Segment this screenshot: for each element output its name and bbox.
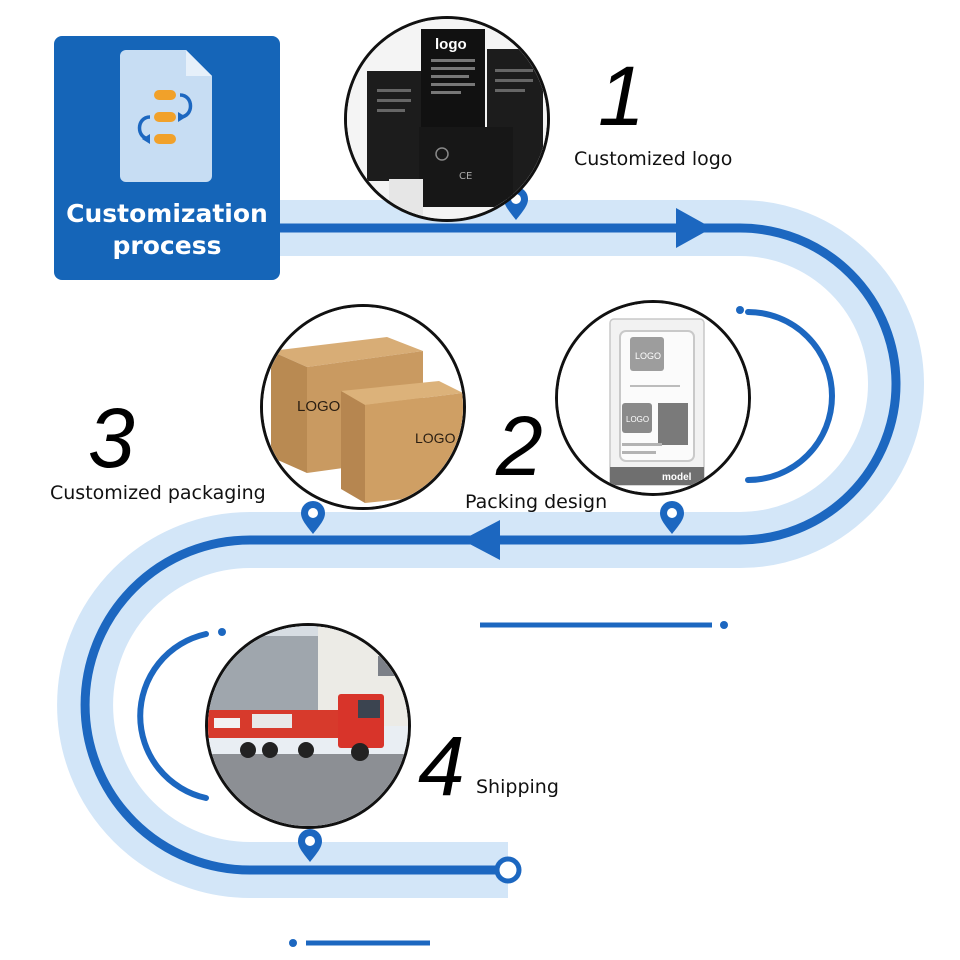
decor-arc-left [137, 631, 209, 801]
decor-arc-right [745, 309, 835, 483]
title-card: Customization process [54, 36, 280, 280]
pin-icon [301, 501, 325, 534]
arrow-right-icon [676, 208, 712, 248]
step-3-number: 3 [88, 391, 135, 485]
document-flow-icon [120, 50, 212, 182]
box-logo-print-small: LOGO [626, 415, 649, 424]
carton-logo-print-2: LOGO [415, 430, 456, 446]
box-model-print: model [662, 472, 692, 483]
page-title: Customization process [54, 198, 280, 262]
carton-boxes-photo: LOGO LOGO [260, 304, 466, 510]
title-line-2: process [112, 231, 222, 260]
step-2-number: 2 [496, 399, 543, 493]
pin-icon [660, 501, 684, 534]
step-1-caption: Customized logo [574, 148, 733, 170]
svg-text:CE: CE [459, 171, 472, 182]
logo-print: logo [435, 36, 467, 53]
title-line-1: Customization [66, 199, 268, 228]
step-3-caption: Customized packaging [50, 482, 266, 504]
step-4-number: 4 [418, 719, 465, 813]
step-1-number: 1 [598, 49, 645, 143]
path-end-marker [494, 856, 522, 884]
carton-logo-print: LOGO [297, 398, 340, 415]
battery-labels-photo: logo CE [344, 16, 550, 222]
arrow-left-icon [462, 520, 500, 560]
truck-photo [205, 623, 411, 829]
pin-icon [298, 829, 322, 862]
box-logo-print: LOGO [635, 351, 661, 361]
retail-box-photo: LOGO LOGO model [555, 300, 751, 496]
step-2-caption: Packing design [465, 491, 608, 513]
step-4-caption: Shipping [476, 776, 559, 798]
